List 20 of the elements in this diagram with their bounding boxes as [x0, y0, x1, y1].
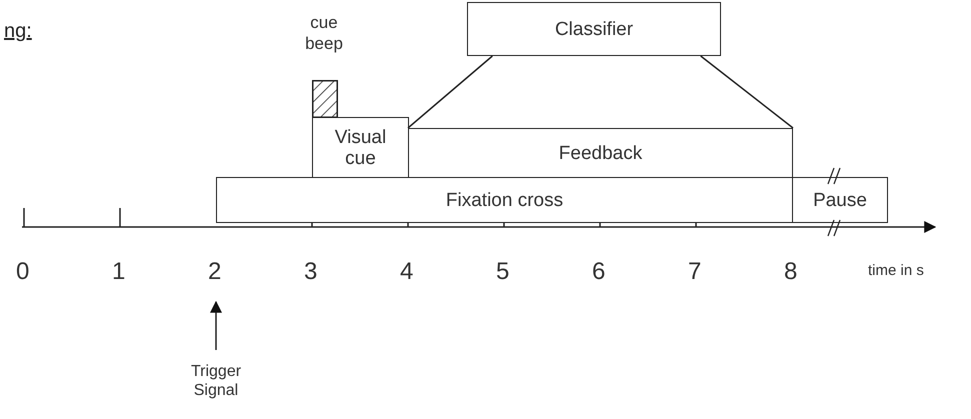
- fixation-cross-box: Fixation cross: [216, 177, 793, 223]
- connector-line: [700, 55, 794, 129]
- axis-title: time in s: [868, 262, 924, 279]
- trigger-label: Trigger Signal: [176, 350, 256, 412]
- tick-label: 0: [16, 258, 30, 286]
- visual-cue-box: Visual cue: [312, 117, 409, 178]
- pause-box: Pause: [792, 177, 888, 223]
- tick-label: 7: [688, 258, 702, 286]
- heading-fragment: ng:: [4, 20, 32, 43]
- classifier-box: Classifier: [467, 2, 721, 56]
- tick-label: 2: [208, 258, 222, 286]
- tick-label: 1: [112, 258, 126, 286]
- tick-label: 4: [400, 258, 414, 286]
- tick-label: 3: [304, 258, 318, 286]
- feedback-box: Feedback: [408, 128, 793, 178]
- tick-label: 6: [592, 258, 606, 286]
- cue-label: cue beep: [304, 12, 344, 54]
- tick-label: 8: [784, 258, 798, 286]
- arrow: [210, 300, 222, 350]
- tick-label: 5: [496, 258, 510, 286]
